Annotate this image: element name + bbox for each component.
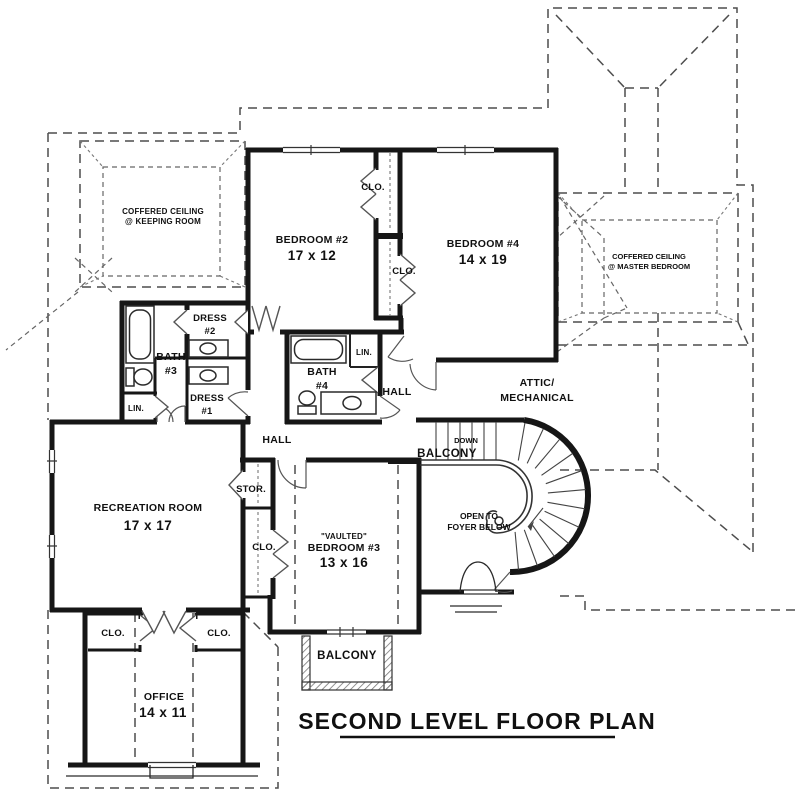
label-bedroom2-name: BEDROOM #2 — [276, 234, 348, 246]
vault-ceiling-dashes — [134, 465, 399, 762]
plan-title: SECOND LEVEL FLOOR PLAN — [298, 708, 655, 739]
label-bath3-num: #3 — [165, 365, 177, 377]
label-attic-2: MECHANICAL — [500, 392, 574, 404]
label-recreation-dims: 17 x 17 — [124, 518, 173, 533]
label-clo-top: CLO. — [361, 182, 385, 193]
walls — [49, 147, 592, 777]
label-dress1-name: DRESS — [190, 393, 224, 404]
label-bedroom2-dims: 17 x 12 — [288, 248, 337, 263]
label-bath4-num: #4 — [316, 380, 328, 392]
label-bath3-name: BATH — [156, 351, 186, 363]
label-office-dims: 14 x 11 — [139, 705, 187, 720]
label-bath4-name: BATH — [307, 366, 337, 378]
toilet-icon — [125, 367, 135, 387]
label-hall-east: HALL — [382, 386, 411, 398]
label-stor: STOR. — [236, 484, 266, 495]
master-bedroom-coffered-ceiling — [557, 192, 739, 323]
label-balcony-bottom: BALCONY — [317, 650, 377, 662]
label-bedroom3-prefix: "VAULTED" — [321, 532, 367, 541]
fixtures — [125, 305, 497, 593]
label-lin-left: LIN. — [128, 404, 144, 413]
label-bedroom3-name: BEDROOM #3 — [308, 542, 380, 554]
label-clo-bedroom3: CLO. — [252, 542, 276, 553]
label-foyer-2: FOYER BELOW — [447, 522, 511, 532]
down-arrow-icon — [528, 521, 534, 531]
toilet-icon — [298, 390, 316, 406]
label-clo-mid: CLO. — [392, 266, 416, 277]
label-dress2-num: #2 — [205, 326, 216, 337]
label-keeping-coffered-2: @ KEEPING ROOM — [125, 217, 201, 226]
plan-title-text: SECOND LEVEL FLOOR PLAN — [298, 708, 655, 734]
label-master-coffered-2: @ MASTER BEDROOM — [608, 262, 690, 271]
label-dress1-num: #1 — [202, 406, 213, 417]
label-bedroom4-name: BEDROOM #4 — [447, 238, 519, 250]
label-office-name: OFFICE — [144, 691, 184, 703]
label-attic-1: ATTIC/ — [520, 377, 555, 389]
label-clo-office-left: CLO. — [101, 628, 125, 639]
label-bedroom3-dims: 13 x 16 — [320, 555, 369, 570]
label-master-coffered-1: COFFERED CEILING — [612, 252, 686, 261]
keeping-room-coffered-ceiling — [79, 140, 246, 288]
windows — [47, 145, 502, 779]
label-hall-west: HALL — [262, 434, 291, 446]
room-labels: COFFERED CEILING @ KEEPING ROOM COFFERED… — [94, 182, 691, 720]
label-dress2-name: DRESS — [193, 313, 227, 324]
label-keeping-coffered-1: COFFERED CEILING — [122, 207, 204, 216]
label-clo-office-right: CLO. — [207, 628, 231, 639]
curved-staircase — [420, 422, 586, 570]
balcony-rails — [301, 635, 393, 691]
label-bedroom4-dims: 14 x 19 — [459, 252, 508, 267]
label-balcony-mid: BALCONY — [417, 448, 477, 460]
label-lin-mid: LIN. — [356, 348, 372, 357]
label-foyer-1: OPEN TO — [460, 511, 498, 521]
label-down: DOWN — [454, 436, 478, 445]
roof-outline — [5, 7, 796, 789]
doors — [139, 167, 513, 642]
label-recreation-name: RECREATION ROOM — [94, 502, 203, 514]
